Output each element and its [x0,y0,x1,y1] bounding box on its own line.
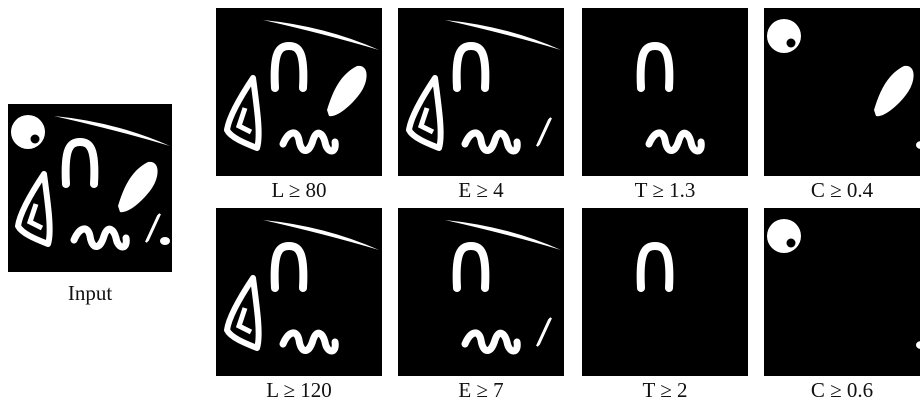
caption-l80: L ≥ 80 [216,178,382,202]
leaf-shape [874,66,914,116]
squiggle-shape [649,133,701,151]
result-c0-4-canvas [764,8,920,176]
arch-shape [641,46,670,88]
triangle-outline-shape [227,78,259,148]
squiggle-shape [465,333,517,351]
result-t1-3-canvas [582,8,748,176]
arch-shape [275,246,304,288]
result-e4 [398,8,564,176]
triangle-outline-shape [18,174,50,244]
input-image [8,104,172,272]
squiggle-shape [283,133,335,151]
squiggle-shape [465,133,517,151]
disc-shape [767,19,801,53]
caption-t1-3: T ≥ 1.3 [582,178,748,202]
input-shapes-canvas [8,104,172,272]
result-l80 [216,8,382,176]
arch-shape [275,46,304,88]
triangle-outline-shape [409,78,441,148]
arch-shape [457,246,486,288]
needle-shape [537,318,551,346]
squiggle-shape [283,333,335,351]
disc-shape [11,115,45,149]
result-c0-6 [764,208,920,376]
result-e7-canvas [398,208,564,376]
leaf-shape [118,162,158,212]
caption-e4: E ≥ 4 [398,178,564,202]
caption-t2: T ≥ 2 [582,378,748,402]
result-l120 [216,208,382,376]
dot-shape [916,141,920,149]
input-caption: Input [8,281,172,305]
arch-shape [457,46,486,88]
result-t2 [582,208,748,376]
result-l80-canvas [216,8,382,176]
disc-shape [767,219,801,253]
result-t1-3 [582,8,748,176]
needle-shape [537,118,551,146]
result-c0-6-canvas [764,208,920,376]
needle-shape [146,214,160,242]
squiggle-shape [74,229,126,247]
caption-c0-6: C ≥ 0.6 [764,378,920,402]
caption-e7: E ≥ 7 [398,378,564,402]
caption-l120: L ≥ 120 [216,378,382,402]
arch-shape [66,142,95,184]
result-c0-4 [764,8,920,176]
result-l120-canvas [216,208,382,376]
dot-shape [916,341,920,349]
result-t2-canvas [582,208,748,376]
caption-c0-4: C ≥ 0.4 [764,178,920,202]
dot-shape [160,237,170,245]
leaf-shape [327,66,367,116]
arch-shape [641,246,670,288]
triangle-outline-shape [227,278,259,348]
result-e7 [398,208,564,376]
result-e4-canvas [398,8,564,176]
